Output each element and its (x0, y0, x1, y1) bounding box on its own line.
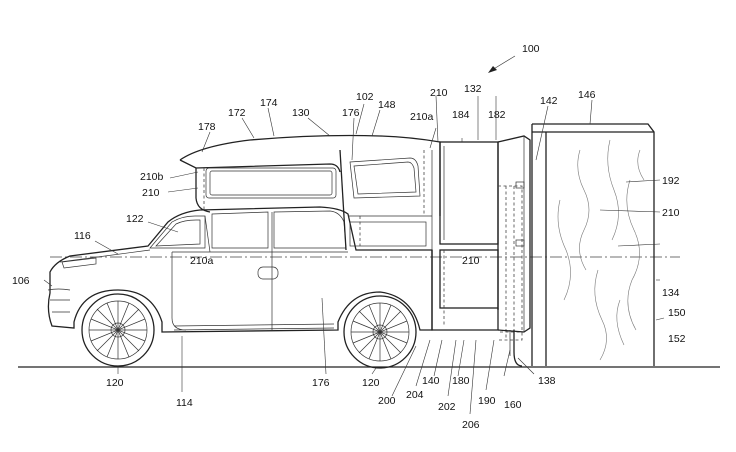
ref-label: 182 (488, 109, 506, 121)
ref-label: 152 (668, 333, 686, 345)
ref-label: 190 (478, 395, 496, 407)
ref-label: 176 (342, 107, 360, 119)
ref-label: 204 (406, 389, 424, 401)
ref-label: 120 (362, 377, 380, 389)
ref-label: 114 (176, 397, 193, 409)
ref-label: 134 (662, 287, 680, 299)
ref-label: 146 (578, 89, 596, 101)
ref-label: 206 (462, 419, 480, 431)
ref-label: 210 (462, 255, 480, 267)
ref-label: 210a (190, 255, 214, 267)
ref-label: 176 (312, 377, 330, 389)
ref-label: 120 (106, 377, 124, 389)
ref-label: 102 (356, 91, 374, 103)
ref-label: 160 (504, 399, 522, 411)
ref-label: 184 (452, 109, 470, 121)
ref-label: 210b (140, 171, 164, 183)
ref-label: 202 (438, 401, 456, 413)
ref-label: 210 (662, 207, 680, 219)
rear-module (431, 141, 524, 367)
ref-label: 178 (198, 121, 216, 133)
ref-label: 172 (228, 107, 246, 119)
ref-label: 100 (522, 43, 540, 55)
front-wheel (81, 293, 155, 367)
ref-label: 210 (430, 87, 448, 99)
vehicle (47, 206, 433, 333)
ref-label: 138 (538, 375, 556, 387)
ref-label: 210a (410, 111, 434, 123)
ref-label: 174 (260, 97, 278, 109)
leader-lines (43, 55, 665, 415)
camper-shell (179, 134, 441, 251)
reference-labels: 100 102 106 114 116 120 120 122 130 132 … (12, 43, 686, 431)
ref-label: 132 (464, 83, 482, 95)
ref-label: 150 (668, 307, 686, 319)
ref-label: 130 (292, 107, 310, 119)
ref-label: 116 (74, 230, 91, 242)
ref-label: 148 (378, 99, 396, 111)
ref-label: 122 (126, 213, 144, 225)
ref-label: 142 (540, 95, 558, 107)
rear-wheel (343, 295, 417, 369)
door-panel (497, 135, 531, 333)
ref-label: 192 (662, 175, 680, 187)
ref-label: 106 (12, 275, 30, 287)
ref-label: 200 (378, 395, 396, 407)
ref-label: 210 (142, 187, 160, 199)
ref-label: 180 (452, 375, 470, 387)
ref-label: 140 (422, 375, 440, 387)
